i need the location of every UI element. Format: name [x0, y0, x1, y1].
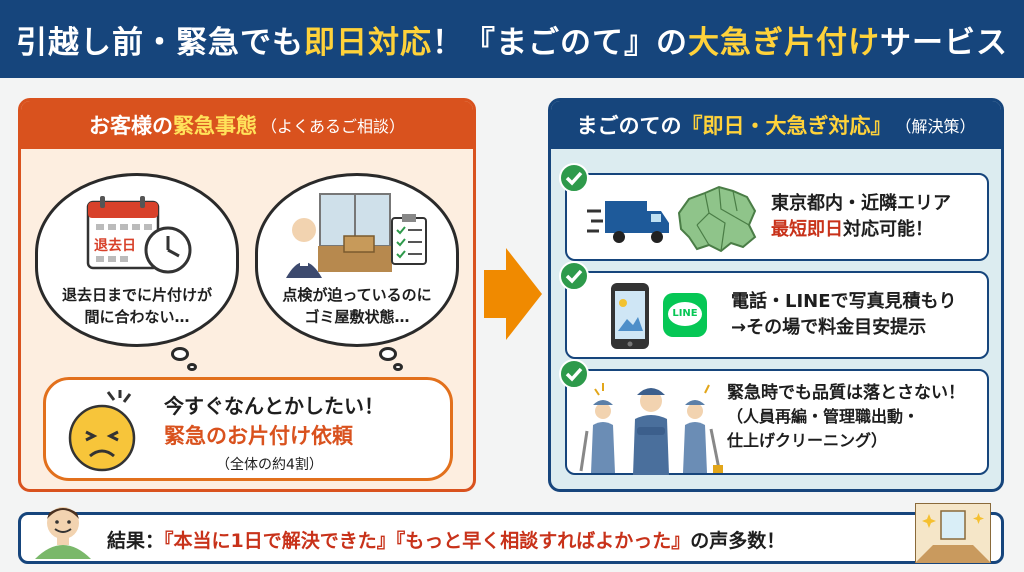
cleaning-staff-icon	[579, 383, 723, 475]
case2-text: 点検が迫っているのに ゴミ屋敷状態…	[282, 286, 432, 326]
result-text: 結果：『本当に1日で解決できた』『もっと早く相談すればよかった』の声多数！	[107, 530, 786, 552]
result-footer: 結果：『本当に1日で解決できた』『もっと早く相談すればよかった』の声多数！	[18, 503, 1004, 564]
urgent-request-callout: 今すぐなんとかしたい！ 緊急のお片付け依頼 （全体の約4割）	[43, 377, 453, 481]
check-icon	[559, 261, 589, 291]
solution-1-text: 東京都内・近隣エリア 最短即日対応可能！	[771, 193, 951, 240]
arrow-right-icon	[484, 248, 542, 340]
callout-line-1: 今すぐなんとかしたい！	[164, 394, 384, 418]
right-panel-title: まごのての『即日・大急ぎ対応』（解決策）	[551, 101, 1001, 149]
calendar-clock-icon	[86, 196, 192, 274]
case1-text: 退去日までに片付けが 間に合わない…	[61, 286, 212, 326]
solution-3-text: 緊急時でも品質は落とさない！ （人員再編・管理職出動・ 仕上げクリーニング）	[727, 383, 965, 450]
header-banner: 引越し前・緊急でも即日対応！『まごのて』の大急ぎ片付けサービス	[0, 0, 1024, 78]
callout-line-2: 緊急のお片付け依頼	[164, 424, 353, 448]
distressed-face-icon	[68, 390, 136, 472]
cloud-puff	[187, 363, 197, 371]
smiling-man-icon	[35, 507, 91, 559]
solution-card-same-day: 東京都内・近隣エリア 最短即日対応可能！	[559, 163, 989, 261]
messy-room-icon	[286, 193, 427, 278]
calendar-label: 退去日	[94, 238, 136, 254]
callout-line-3: （全体の約4割）	[216, 457, 323, 473]
cloud-puff	[171, 347, 189, 361]
customer-emergency-panel: お客様の緊急事態（よくあるご相談） 退去日 退去日までに片付けが 間に合わない…	[18, 98, 476, 492]
line-app-icon: LINE	[663, 293, 707, 337]
delivery-truck-icon	[587, 201, 669, 243]
thought-cloud-garbage-house: 点検が迫っているのに ゴミ屋敷状態…	[255, 173, 459, 347]
solution-panel: まごのての『即日・大急ぎ対応』（解決策） 東京都内・近隣エリア 最短即日対応可能…	[548, 98, 1004, 492]
solution-2-text: 電話・LINEで写真見積もり →その場で料金目安提示	[731, 291, 957, 338]
cloud-puff	[393, 363, 403, 371]
left-panel-title: お客様の緊急事態（よくあるご相談）	[21, 101, 473, 149]
smartphone-photo-icon	[611, 283, 649, 349]
check-icon	[559, 163, 589, 193]
clean-room-icon	[915, 503, 991, 563]
solution-card-photo-estimate: LINE 電話・LINEで写真見積もり →その場で料金目安提示	[559, 261, 989, 359]
tokyo-map-icon	[677, 185, 757, 253]
page-title: 引越し前・緊急でも即日対応！『まごのて』の大急ぎ片付けサービス	[16, 24, 1008, 61]
solution-card-quality: 緊急時でも品質は落とさない！ （人員再編・管理職出動・ 仕上げクリーニング）	[559, 359, 989, 475]
check-icon	[559, 359, 589, 389]
cloud-puff	[379, 347, 397, 361]
thought-cloud-move-out: 退去日 退去日までに片付けが 間に合わない…	[35, 173, 239, 347]
